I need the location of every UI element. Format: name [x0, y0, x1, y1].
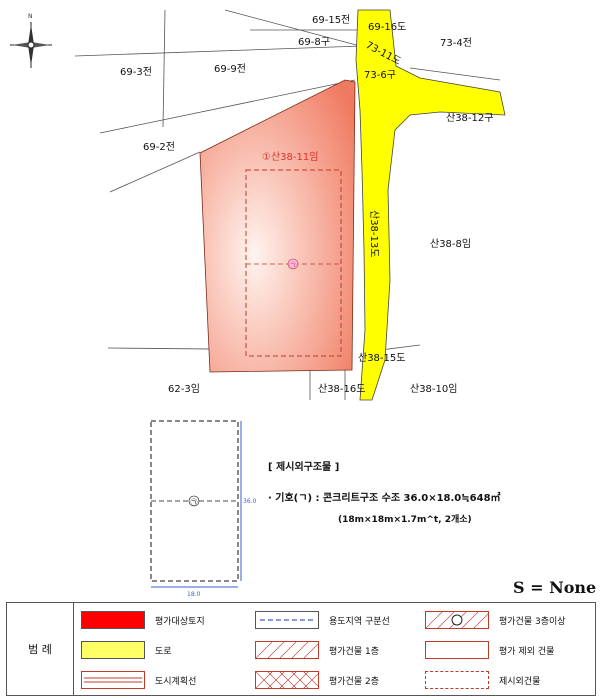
legend-title: 범 례 — [7, 603, 74, 695]
structure-detail: (18m×18m×1.7m^t, 2개소) — [338, 515, 472, 525]
side-dimension: 36.0 — [243, 498, 257, 505]
bottom-dimension: 18.0 — [187, 591, 201, 598]
hatch-cross-icon — [255, 671, 319, 689]
red-fill-icon — [81, 611, 145, 629]
legend: 범 례 평가대상토지 용도지역 구분선 평가건물 3층이상 도로 평가건물 1층… — [6, 602, 596, 696]
subject-parcel — [199, 79, 356, 373]
parcel-label: 73-4전 — [440, 37, 472, 49]
road-area — [355, 9, 506, 401]
structure-sketch: ㉠ 36.0 18.0 — [150, 420, 257, 598]
building-footprint — [245, 169, 342, 357]
hatch-circle-icon — [425, 611, 489, 629]
structure-description: · 기호(ㄱ) : 콘크리트구조 수조 36.0×18.0≒648㎡ — [268, 493, 501, 504]
parcel-label: 69-9전 — [214, 63, 246, 75]
parcel-label: 69-16도 — [368, 22, 406, 33]
parcel-label: 69-15전 — [312, 14, 350, 26]
parcel-label: 73-6구 — [364, 70, 396, 81]
subject-parcel-label: ①산38-11임 — [262, 150, 318, 163]
parcel-label: 산38-10임 — [410, 382, 457, 395]
parcel-label: 산38-16도 — [318, 383, 365, 395]
hatch-single-icon — [255, 641, 319, 659]
building-mark: ㉠ — [290, 262, 297, 270]
parcel-label: 62-3임 — [168, 382, 200, 395]
cadastral-map: N ㉠ 69-15전 69-16도 69-8구 73-11도 73-4전 69-… — [10, 9, 506, 598]
parcel-label: 69-2전 — [143, 141, 175, 153]
parcel-label: 69-3전 — [120, 66, 152, 78]
north-label: N — [28, 13, 33, 20]
scale-text: S = None — [513, 578, 597, 597]
red-outline-icon — [425, 641, 489, 659]
blue-dash-icon — [255, 611, 319, 629]
red-dashed-icon — [425, 671, 489, 689]
svg-text:㉠: ㉠ — [191, 499, 198, 507]
yellow-fill-icon — [81, 641, 145, 659]
structure-title: [ 제시외구조물 ] — [268, 462, 340, 473]
parcel-label: 산38-12구 — [446, 112, 493, 124]
red-double-line-icon — [81, 671, 145, 689]
parcel-label: 69-8구 — [298, 37, 330, 48]
parcel-label: 산38-8임 — [430, 237, 471, 250]
compass-icon: N — [10, 13, 52, 68]
parcel-label: 산38-15도 — [358, 352, 405, 364]
parcel-label: 산38-13도 — [368, 210, 380, 257]
